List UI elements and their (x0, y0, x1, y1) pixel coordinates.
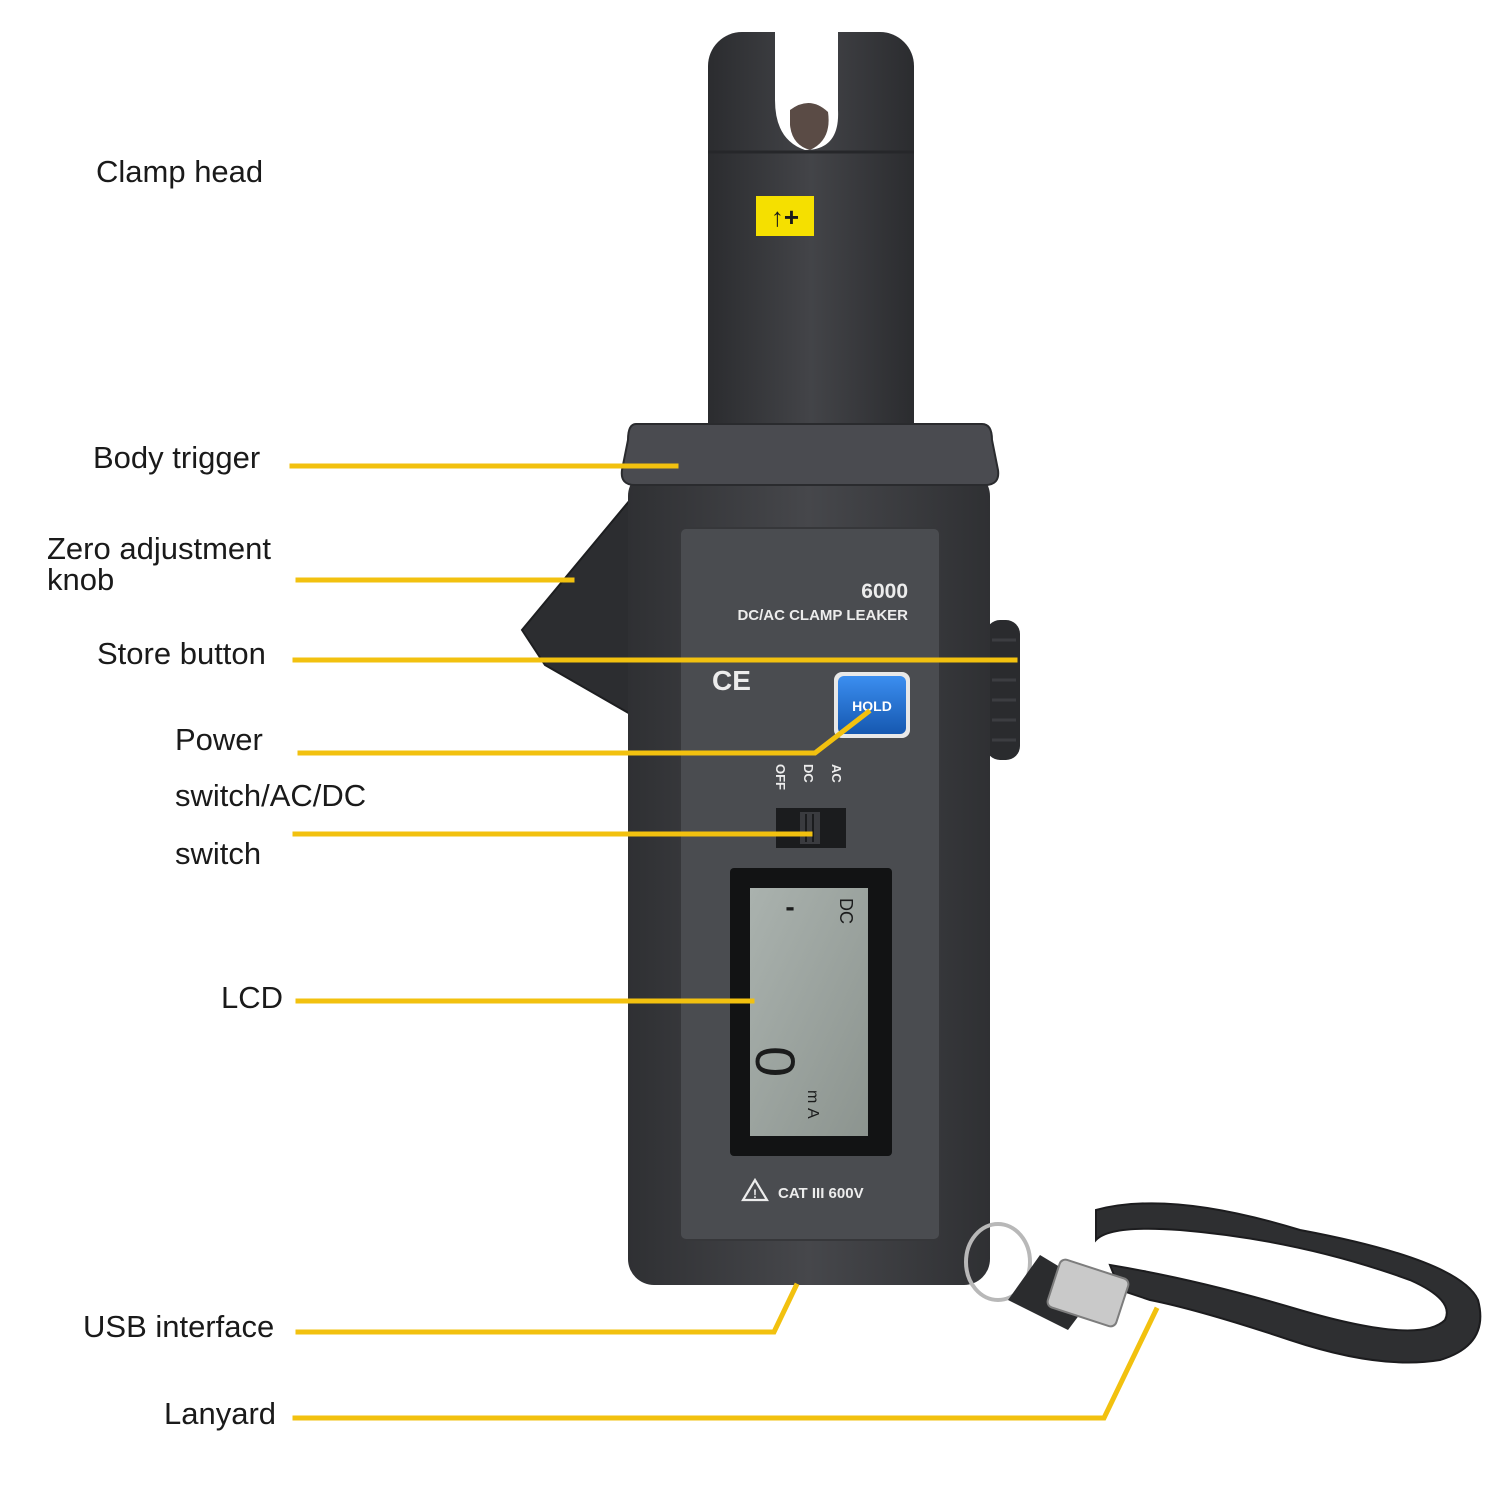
lanyard[interactable] (964, 1202, 1482, 1364)
label-store-button: Store button (97, 636, 266, 671)
label-usb-interface: USB interface (83, 1309, 275, 1344)
model-number: 6000 (861, 580, 908, 603)
label-zero-adjustment-line2: knob (47, 562, 115, 597)
lcd-unit-prefix: m (804, 1090, 821, 1103)
switch-label-off: OFF (773, 764, 788, 790)
lanyard-clip (1046, 1258, 1130, 1328)
label-power-line1: Power (175, 722, 263, 757)
lcd-unit: A (804, 1108, 821, 1119)
warning-triangle-icon (741, 1177, 769, 1202)
lcd-sign: - (785, 891, 794, 922)
power-mode-switch[interactable] (776, 808, 846, 848)
rating-mark: ! CAT III 600V (741, 1177, 864, 1202)
clamp-direction-marker (756, 196, 814, 236)
switch-label-ac: AC (829, 764, 844, 783)
leader-lines (285, 176, 1160, 1421)
label-power-line3: switch (175, 836, 262, 871)
label-lanyard: Lanyard (164, 1396, 277, 1431)
lcd-display: - DC 0 m A (730, 868, 892, 1156)
zero-adjustment-knob[interactable] (520, 497, 634, 717)
clamp-head: ↑+ (708, 32, 914, 452)
label-zero-adjustment-line1: Zero adjustment (47, 531, 271, 566)
label-lcd: LCD (221, 980, 284, 1015)
device-name: DC/AC CLAMP LEAKER (737, 607, 908, 624)
svg-text:↑+: ↑+ (771, 202, 799, 232)
leader-hold (297, 708, 872, 756)
label-power-line2: switch/AC/DC (175, 778, 367, 813)
store-button-wheel[interactable] (986, 620, 1020, 760)
label-clamp-head: Clamp head (96, 154, 264, 189)
lcd-mode: DC (836, 898, 856, 924)
lcd-digit: 0 (744, 1046, 807, 1077)
svg-text:HOLD: HOLD (852, 698, 892, 714)
ce-mark: CE (712, 665, 751, 696)
svg-text:!: ! (753, 1187, 757, 1201)
label-body-trigger: Body trigger (93, 440, 261, 475)
leader-usb (295, 1282, 800, 1335)
switch-label-dc: DC (801, 764, 816, 783)
body-trigger[interactable] (620, 423, 1000, 486)
switch-position-labels: OFF DC AC (773, 764, 844, 790)
leader-lanyard (292, 1306, 1160, 1421)
svg-text:CAT III 600V: CAT III 600V (778, 1185, 864, 1202)
